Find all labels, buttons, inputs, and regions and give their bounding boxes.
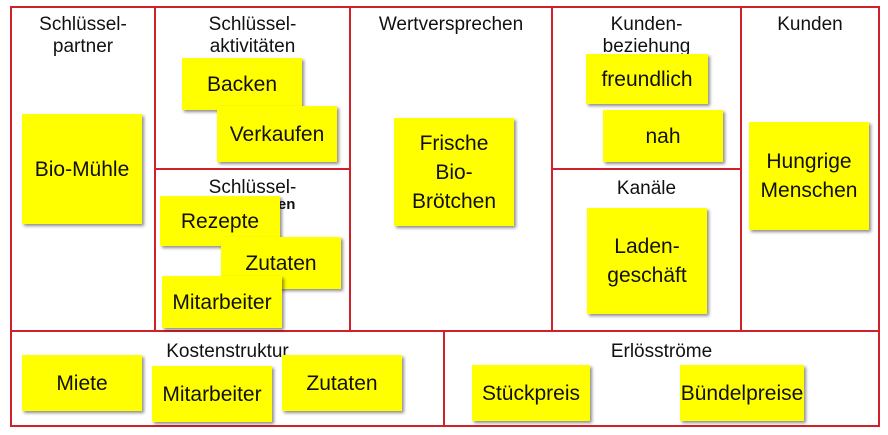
section-title-customer-segments: Kunden (777, 14, 843, 35)
section-title-value-proposition: Wertversprechen (378, 14, 524, 35)
divider-costs-revenue (443, 330, 445, 427)
divider-relationship-channels (551, 168, 742, 170)
sticky-note: Hungrige Menschen (749, 122, 869, 230)
sticky-note: freundlich (586, 54, 708, 104)
sticky-note: Mitarbeiter (152, 366, 272, 422)
sticky-note: Stückpreis (472, 365, 590, 421)
sticky-note: Bio-Mühle (22, 114, 142, 224)
border-mid (10, 330, 880, 332)
sticky-note: Verkaufen (217, 106, 337, 162)
sticky-note: Miete (22, 355, 142, 411)
sticky-note: Laden- geschäft (587, 208, 707, 314)
section-title-line: Schlüssel- (208, 177, 297, 198)
border-bottom (10, 425, 880, 427)
sticky-note: Bündelpreise (680, 365, 804, 421)
sticky-note: Mitarbeiter (162, 276, 282, 328)
divider-activities-resources (154, 168, 351, 170)
border-top (10, 6, 880, 8)
sticky-note: Zutaten (282, 355, 402, 411)
section-title-customer-relationships: Kunden- beziehung (602, 14, 691, 57)
sticky-note: Zutaten (221, 237, 341, 289)
section-title-channels: Kanäle (616, 178, 677, 199)
border-right (878, 6, 880, 427)
section-title-revenue-streams: Erlösströme (610, 341, 713, 362)
sticky-note: nah (603, 110, 723, 162)
section-title-key-partners: Schlüssel- partner (39, 14, 127, 57)
sticky-note: Backen (182, 58, 302, 110)
section-title-cost-structure: Kostenstruktur (166, 341, 289, 362)
sticky-note: Frische Bio- Brötchen (394, 118, 514, 226)
section-title-key-activities: Schlüssel- aktivitäten (208, 14, 297, 57)
border-left (10, 6, 12, 427)
